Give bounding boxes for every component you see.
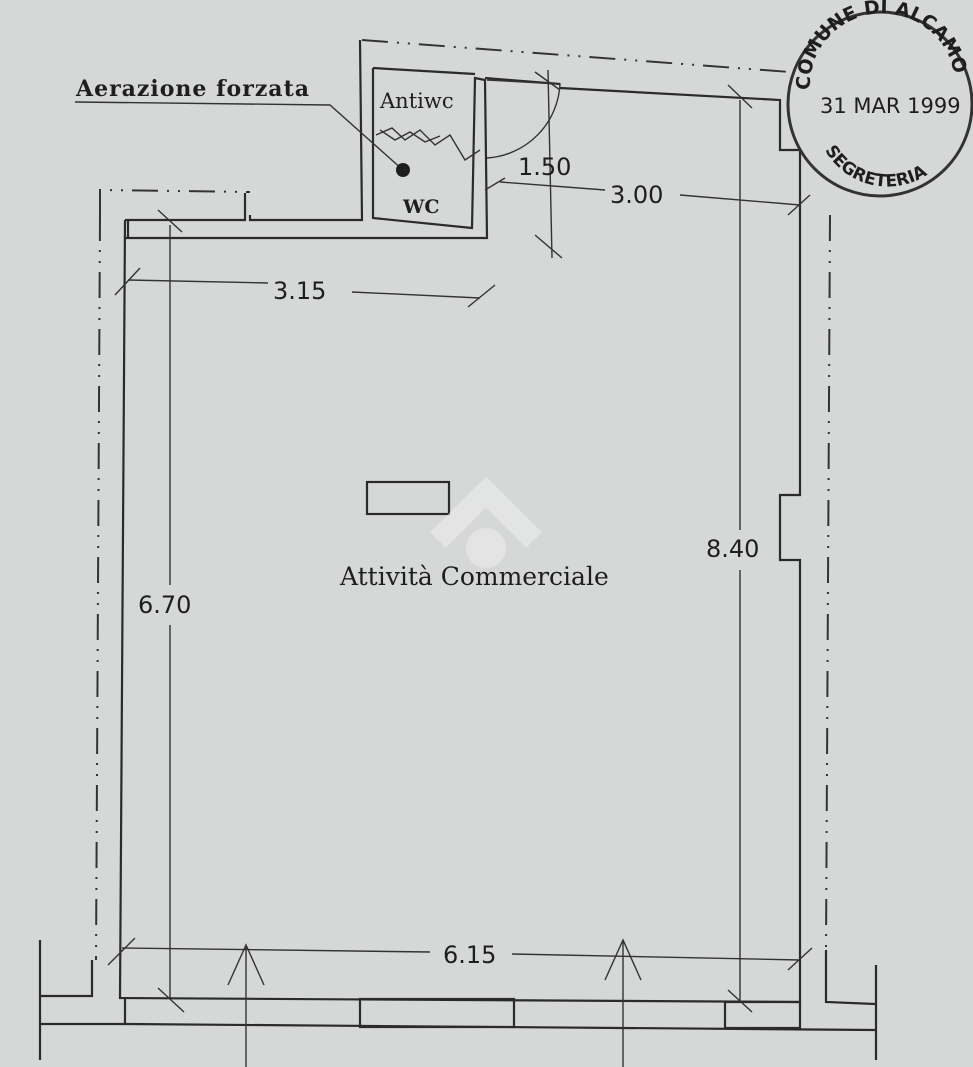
dim-8-40: 8.40 — [706, 535, 759, 563]
dim-3-15: 3.15 — [273, 277, 326, 305]
official-stamp: COMUNE DI ALCAMO 31 MAR 1999 SEGRETERIA — [786, 0, 973, 198]
antiwc-label: Antiwc — [379, 89, 454, 113]
dim-6-15: 6.15 — [443, 941, 496, 969]
stamp-top-text: COMUNE DI ALCAMO — [793, 0, 971, 90]
wc-label: WC — [402, 196, 439, 218]
dim-6-70: 6.70 — [138, 591, 191, 619]
vent-dot — [396, 163, 410, 177]
room-label: Attività Commerciale — [339, 562, 609, 591]
dim-1-50: 1.50 — [518, 153, 571, 181]
aerazione-pointer — [74, 101, 410, 177]
stamp-date: 31 MAR 1999 — [820, 94, 961, 118]
entrance-arrows — [227, 938, 642, 1067]
door-swing — [375, 79, 561, 161]
aerazione-label: Aerazione forzata — [75, 76, 310, 102]
dim-3-00: 3.00 — [610, 181, 663, 209]
outer-walls — [38, 39, 878, 1060]
watermark-logo — [430, 476, 542, 568]
property-boundary — [95, 39, 831, 961]
dimension-lines — [107, 69, 813, 1013]
